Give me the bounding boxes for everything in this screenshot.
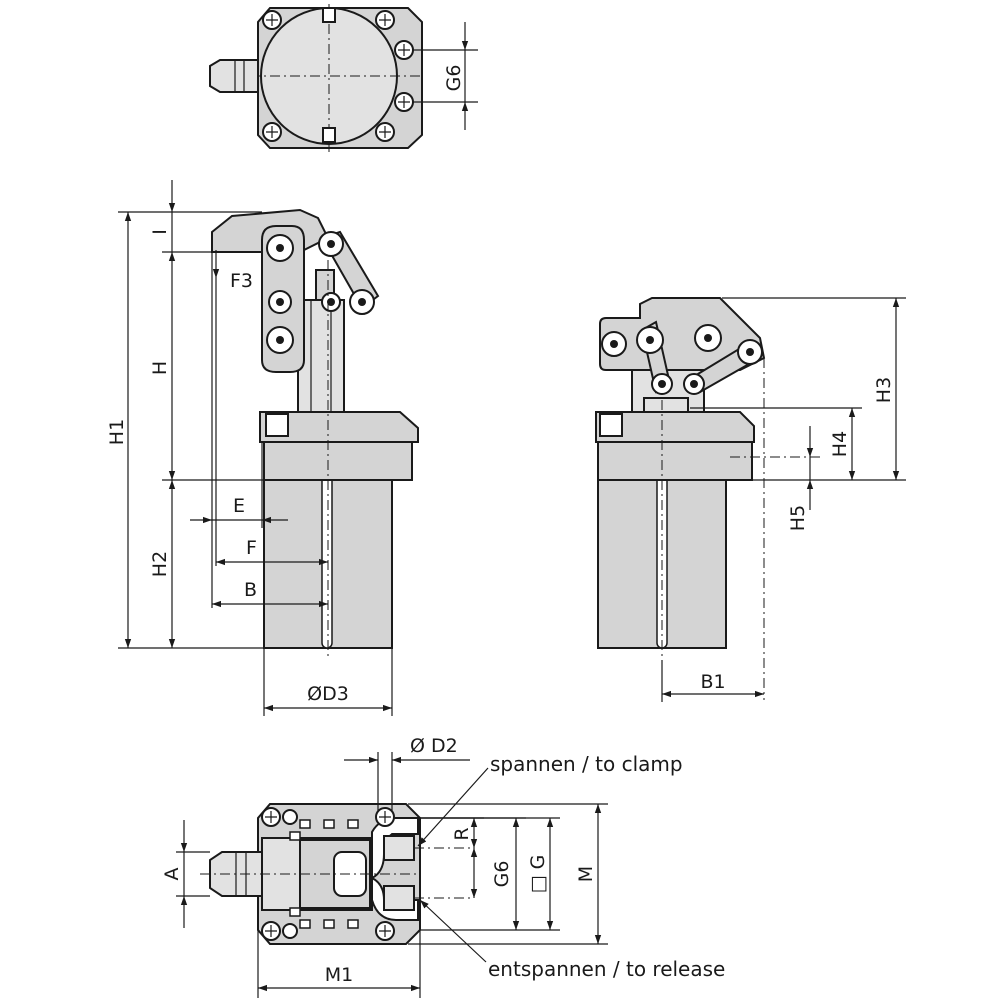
dim-g6-top: G6 xyxy=(412,22,478,130)
label-f3: F3 xyxy=(230,270,253,292)
label-d2: Ø D2 xyxy=(410,735,458,757)
label-b: B xyxy=(244,579,257,601)
label-r: R xyxy=(451,827,473,840)
label-i: I xyxy=(149,229,171,235)
label-e: E xyxy=(233,495,245,517)
label-g6-top: G6 xyxy=(443,65,465,92)
label-a: A xyxy=(161,868,183,881)
label-m1: M1 xyxy=(325,964,353,986)
label-f: F xyxy=(246,537,257,559)
slots xyxy=(289,819,359,929)
bolt-holes-bottom xyxy=(261,807,395,941)
label-g: □ G xyxy=(527,855,549,894)
label-h3: H3 xyxy=(873,377,895,403)
front-view: H1 I H H2 F3 E F B ØD3 xyxy=(106,180,419,716)
label-b1: B1 xyxy=(700,671,725,693)
label-h1: H1 xyxy=(106,419,128,445)
pins-side xyxy=(601,324,763,395)
side-view: H3 H4 H5 B1 xyxy=(595,297,906,702)
label-h: H xyxy=(149,361,171,375)
label-h5: H5 xyxy=(787,505,809,531)
bolt-holes-top xyxy=(262,10,414,142)
note-release: entspannen / to release xyxy=(488,957,725,981)
top-view: G6 xyxy=(209,4,478,152)
label-g6-bottom: G6 xyxy=(491,861,513,888)
pins-front xyxy=(266,231,375,354)
note-clamp: spannen / to clamp xyxy=(490,752,683,776)
label-h2: H2 xyxy=(149,551,171,577)
label-m: M xyxy=(575,866,597,882)
bottom-view: Ø D2 A R G6 □ G M M1 spannen / xyxy=(161,735,725,998)
label-h4: H4 xyxy=(829,431,851,457)
label-d3: ØD3 xyxy=(307,683,349,705)
